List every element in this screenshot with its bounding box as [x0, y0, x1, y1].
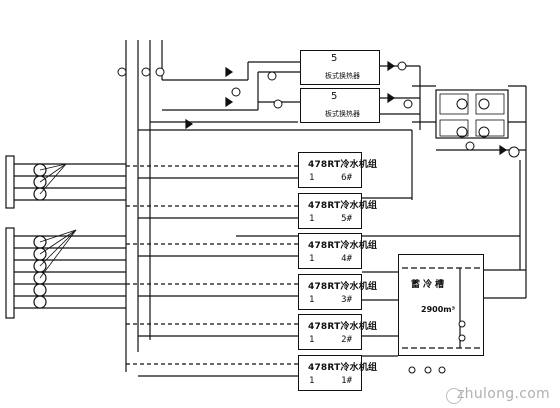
cold-storage-tank: 蓄冷槽 2900m³ [398, 254, 484, 356]
plate-heat-exchanger-upper: 5 板式换热器 [300, 50, 380, 85]
chiller-model: 478RT冷水机组 [308, 241, 378, 251]
chiller-model: 478RT冷水机组 [308, 201, 378, 211]
header-left-top [5, 155, 15, 209]
pump-grid-right [435, 89, 509, 139]
chiller-unit-4: 478RT冷水机组 1 4# [298, 233, 377, 269]
heat-exchanger-label: 板式换热器 [325, 72, 360, 80]
chiller-count: 1 [309, 335, 315, 345]
watermark-logo-icon [446, 388, 462, 404]
chiller-model: 478RT冷水机组 [308, 160, 378, 170]
chiller-count: 1 [309, 214, 315, 224]
heat-exchanger-number: 5 [331, 53, 338, 64]
chiller-id: 4# [341, 254, 352, 264]
tank-title: 蓄冷槽 [411, 280, 448, 290]
plate-heat-exchanger-lower: 5 板式换热器 [300, 88, 380, 123]
chiller-unit-5: 478RT冷水机组 1 5# [298, 193, 377, 229]
chiller-count: 1 [309, 254, 315, 264]
header-left-bottom [5, 227, 15, 319]
chiller-id: 6# [341, 173, 352, 183]
heat-exchanger-label: 板式换热器 [325, 110, 360, 118]
chiller-unit-6: 478RT冷水机组 1 6# [298, 152, 377, 188]
chiller-unit-2: 478RT冷水机组 1 2# [298, 314, 377, 350]
chiller-id: 2# [341, 335, 352, 345]
chiller-count: 1 [309, 173, 315, 183]
heat-exchanger-number: 5 [331, 91, 338, 102]
chiller-unit-1: 478RT冷水机组 1 1# [298, 355, 377, 391]
tank-capacity: 2900m³ [421, 305, 456, 314]
chiller-id: 1# [341, 376, 352, 386]
chiller-id: 5# [341, 214, 352, 224]
chiller-id: 3# [341, 295, 352, 305]
chiller-model: 478RT冷水机组 [308, 322, 378, 332]
chiller-count: 1 [309, 376, 315, 386]
watermark: zhulong.com [457, 386, 550, 402]
chiller-unit-3: 478RT冷水机组 1 3# [298, 274, 377, 310]
chiller-count: 1 [309, 295, 315, 305]
chiller-model: 478RT冷水机组 [308, 282, 378, 292]
chiller-model: 478RT冷水机组 [308, 363, 378, 373]
